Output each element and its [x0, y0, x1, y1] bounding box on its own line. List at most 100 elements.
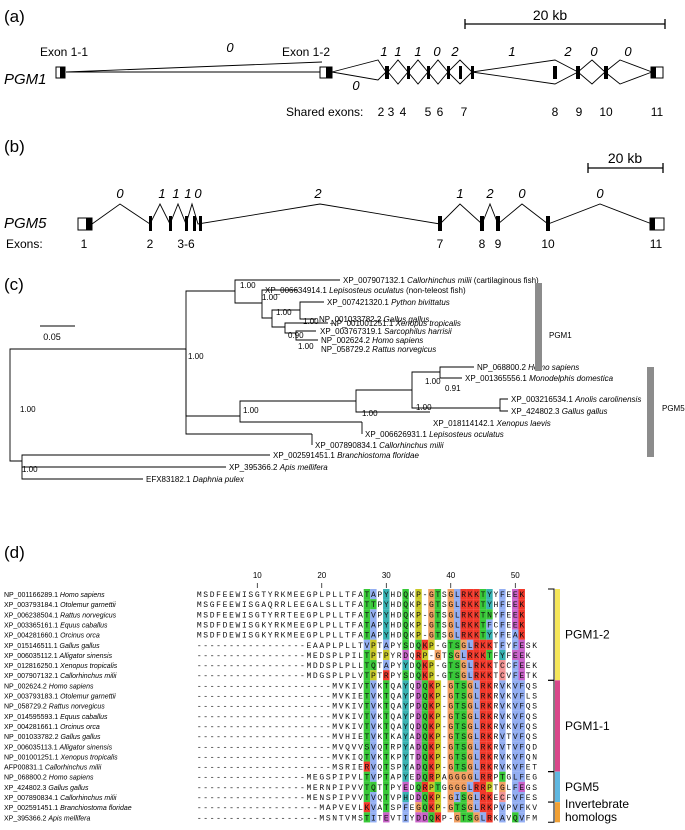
- residue: -: [216, 682, 221, 691]
- tree-branches: [9, 279, 508, 468]
- residue: S: [461, 743, 466, 752]
- exon-number: 2: [378, 105, 385, 119]
- residue: -: [229, 693, 234, 702]
- residue: -: [242, 703, 247, 712]
- residue: G: [461, 662, 466, 671]
- residue: F: [513, 784, 518, 793]
- residue: -: [294, 642, 299, 651]
- residue: P: [429, 642, 434, 651]
- residue: S: [339, 764, 344, 773]
- residue: K: [481, 662, 486, 671]
- residue: Q: [268, 601, 273, 610]
- residue: K: [474, 611, 479, 620]
- residue: S: [326, 652, 331, 661]
- residue: I: [339, 784, 344, 793]
- residue-cell: [421, 731, 429, 742]
- residue: P: [332, 672, 337, 681]
- residue-cell: [499, 639, 506, 650]
- residue: S: [403, 642, 408, 651]
- residue-cell: [460, 649, 467, 661]
- residue: V: [500, 693, 505, 702]
- residue: -: [274, 693, 279, 702]
- residue: -: [248, 804, 253, 813]
- residue: R: [345, 764, 350, 773]
- residue-cell: [512, 812, 519, 823]
- sequence-names: NP_001166289.1 Homo sapiensXP_003793184.…: [4, 592, 132, 822]
- residue: -: [229, 723, 234, 732]
- residue: H: [390, 621, 395, 630]
- residue: Q: [526, 753, 531, 762]
- residue: A: [390, 774, 395, 783]
- residue: -: [255, 794, 260, 803]
- residue: -: [242, 723, 247, 732]
- residue: P: [345, 774, 350, 783]
- residue: -: [435, 662, 440, 671]
- residue-cell: [499, 700, 506, 711]
- residue: T: [365, 682, 370, 691]
- ruler-tick-label: 40: [446, 571, 455, 580]
- residue: -: [242, 642, 247, 651]
- residue: -: [210, 794, 215, 803]
- residue: K: [506, 713, 511, 722]
- pgm1-group-bar: [535, 283, 542, 371]
- residue: -: [255, 682, 260, 691]
- residue: T: [435, 611, 440, 620]
- residue-cell: [486, 731, 493, 742]
- residue: H: [403, 794, 408, 803]
- residue: A: [313, 642, 318, 651]
- residue-cell: [512, 599, 519, 610]
- residue: -: [236, 693, 241, 702]
- residue: -: [268, 753, 273, 762]
- residue: -: [236, 794, 241, 803]
- residue: -: [268, 713, 273, 722]
- residue: -: [281, 672, 286, 681]
- residue: K: [390, 753, 395, 762]
- residue-cell: [363, 619, 371, 630]
- residue-cell: [499, 802, 506, 813]
- residue: G: [448, 733, 453, 742]
- residue: V: [513, 804, 518, 813]
- residue: -: [216, 804, 221, 813]
- residue: G: [442, 784, 447, 793]
- residue-cell: [499, 609, 506, 620]
- residue: L: [352, 642, 357, 651]
- panel-a-label: (a): [4, 7, 25, 26]
- residue: S: [326, 774, 331, 783]
- residue-cell: [370, 751, 377, 762]
- residue: -: [274, 682, 279, 691]
- residue: E: [526, 774, 531, 783]
- residue: K: [468, 621, 473, 630]
- residue: M: [319, 804, 324, 813]
- residue: Y: [397, 784, 402, 793]
- residue-cell: [428, 792, 435, 803]
- residue: -: [281, 764, 286, 773]
- residue: R: [474, 642, 479, 651]
- residue: -: [203, 682, 208, 691]
- residue: T: [384, 693, 389, 702]
- residue: L: [474, 713, 479, 722]
- residue: Y: [268, 632, 273, 641]
- residue: -: [203, 743, 208, 752]
- residue: -: [313, 693, 318, 702]
- phase: 1: [172, 186, 179, 201]
- residue-cell: [466, 599, 474, 610]
- residue: Q: [403, 621, 408, 630]
- residue: -: [197, 814, 202, 823]
- residue-cell: [415, 660, 422, 671]
- residue: -: [216, 693, 221, 702]
- residue: M: [319, 814, 324, 823]
- residue-cell: [434, 771, 442, 782]
- residue-cell: [454, 670, 461, 681]
- residue-cell: [499, 629, 506, 640]
- residue: F: [513, 642, 518, 651]
- residue: S: [448, 652, 453, 661]
- residue-cell: [486, 720, 493, 732]
- exon-number: 9: [576, 105, 583, 119]
- residue: D: [397, 621, 402, 630]
- residue: P: [377, 774, 382, 783]
- residue: -: [223, 784, 228, 793]
- residue: G: [448, 682, 453, 691]
- residue: -: [261, 672, 266, 681]
- residue: G: [468, 774, 473, 783]
- residue: -: [229, 733, 234, 742]
